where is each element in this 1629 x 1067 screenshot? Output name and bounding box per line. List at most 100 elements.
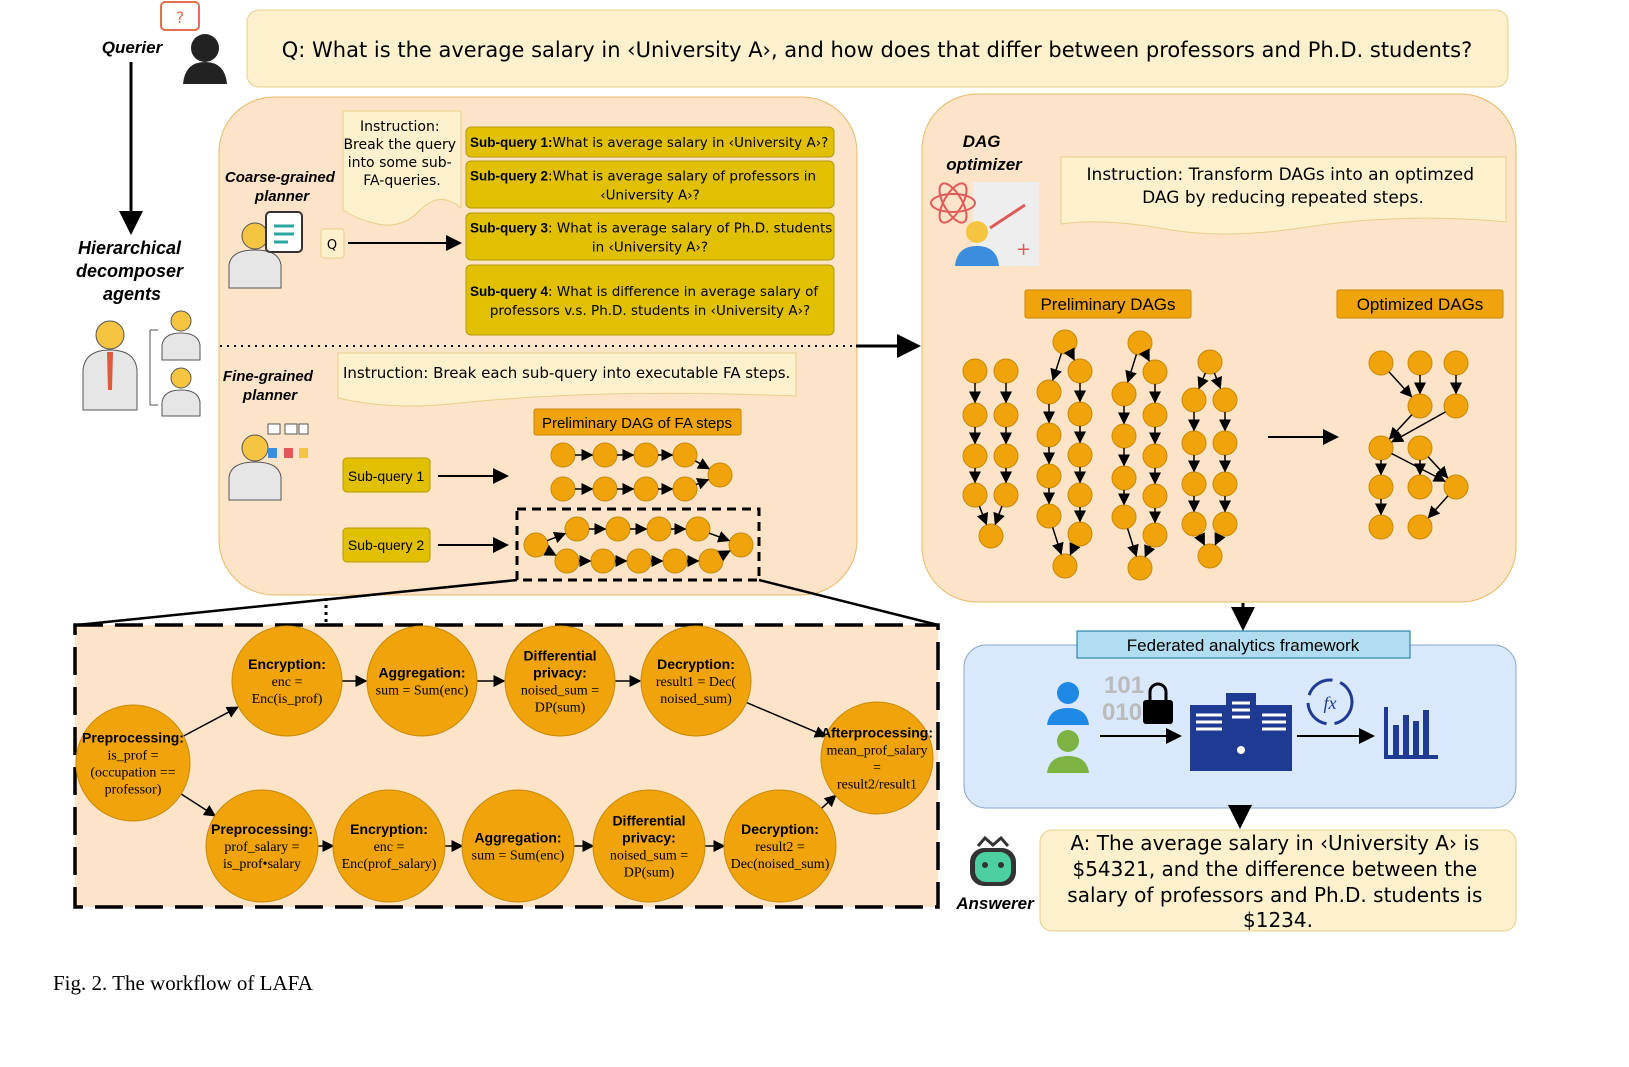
dag-node xyxy=(1197,543,1223,569)
binary-data-icon: 101 010 xyxy=(1102,672,1151,726)
subquery-3-box xyxy=(465,212,835,261)
optimized-dags-title: Optimized DAGs xyxy=(1357,295,1484,314)
preliminary-dag-node xyxy=(1212,471,1238,497)
preliminary-dag-node xyxy=(1142,359,1168,385)
preliminary-dags-title: Preliminary DAGs xyxy=(1040,295,1175,314)
fa-step-node xyxy=(672,476,698,502)
figure-caption: Fig. 2. The workflow of LAFA xyxy=(53,971,314,995)
preliminary-dag-node xyxy=(962,358,988,384)
dag-edge xyxy=(695,478,710,490)
dag-edge xyxy=(1050,353,1063,382)
optimizer-instruction-text: Instruction: Transform DAGs into an opti… xyxy=(1087,165,1480,208)
bottom-step-node-4-title: privacy: xyxy=(622,830,676,846)
answer-box xyxy=(1039,829,1517,932)
dag-edge xyxy=(1138,348,1150,362)
dag-node xyxy=(1127,330,1153,356)
preliminary-dag-node xyxy=(1142,402,1168,428)
preliminary-dag-node xyxy=(1142,443,1168,469)
optimized-dag-node xyxy=(1407,514,1433,540)
top-step-node-1-title: Encryption: xyxy=(248,656,326,672)
coarse-planner-icon xyxy=(228,211,303,289)
preliminary-dag-node xyxy=(962,443,988,469)
preliminary-dag-node xyxy=(1036,503,1062,529)
bottom-step-node-2-title: Encryption: xyxy=(350,821,428,837)
afterprocessing-node-expression: = xyxy=(873,761,881,776)
preliminary-dag-node xyxy=(1142,483,1168,509)
top-step-node-3-title: Differential xyxy=(523,648,596,664)
top-step-node-3 xyxy=(504,625,616,737)
preliminary-dag-node xyxy=(1212,387,1238,413)
optimized-dag-node xyxy=(1407,435,1433,461)
dag-optimizer-icon: + xyxy=(930,182,1039,266)
bottom-step-node-1-expression: prof_salary = xyxy=(224,840,299,855)
preliminary-dag-node xyxy=(1111,504,1137,530)
preprocessing-node-expression: (occupation == xyxy=(90,766,175,781)
preliminary-dag-node xyxy=(1212,511,1238,537)
answerer-label: Answerer xyxy=(955,894,1035,913)
bottom-step-node-3 xyxy=(461,789,575,903)
querier-user-icon: ? xyxy=(160,1,227,84)
optimized-dag-node xyxy=(1368,435,1394,461)
dag-edge xyxy=(1063,347,1075,361)
fa-step-node xyxy=(590,548,616,574)
preliminary-dag-node xyxy=(962,482,988,508)
preliminary-dag-node xyxy=(1142,522,1168,548)
subquery-4-box xyxy=(465,264,835,336)
coarse-planner-label: Coarse-grained planner xyxy=(225,169,339,205)
optimized-dag-edge xyxy=(1427,495,1449,519)
optimized-dag-node xyxy=(1368,514,1394,540)
preliminary-dag-node xyxy=(1111,423,1137,449)
fa-step-node xyxy=(592,476,618,502)
preliminary-dag-node xyxy=(993,358,1019,384)
optimized-dag-node xyxy=(1368,350,1394,376)
optimized-dag-node xyxy=(1443,474,1469,500)
optimized-dag-node xyxy=(1443,350,1469,376)
dag-edge xyxy=(546,531,567,544)
bottom-step-node-1-title: Preprocessing: xyxy=(211,821,313,837)
bar-chart-result-icon xyxy=(1384,707,1438,759)
preprocessing-node-title: Preprocessing: xyxy=(82,730,184,746)
top-step-node-2-title: Aggregation: xyxy=(378,665,465,681)
question-text: Q: What is the average salary in ‹Univer… xyxy=(282,38,1473,62)
fine-instruction-text: Instruction: Break each sub-query into e… xyxy=(343,364,790,382)
fa-step-node xyxy=(707,462,733,488)
dag-node xyxy=(978,523,1004,549)
preliminary-dag-node xyxy=(1036,379,1062,405)
q-box xyxy=(320,228,345,259)
afterprocessing-node-title: Afterprocessing: xyxy=(821,725,933,741)
dag-optimizer-label: DAG optimizer xyxy=(946,132,1023,174)
dag-edge xyxy=(543,544,557,556)
subquery-4-text: professors v.s. Ph.D. students in ‹Unive… xyxy=(490,303,810,319)
top-step-node-4-title: Decryption: xyxy=(657,656,735,672)
decomposer-label: Hierarchical decomposer agents xyxy=(76,238,188,304)
coarse-instruction-text: Instruction: Break the query into some s… xyxy=(343,119,460,189)
preprocessing-node-expression: is_prof = xyxy=(107,749,158,764)
decomposer-agents-icon xyxy=(82,310,201,417)
dag-edge xyxy=(1210,372,1222,390)
dag-node xyxy=(1197,349,1223,375)
top-step-node-4-expression: result1 = Dec( xyxy=(656,675,737,690)
fa-step-node xyxy=(646,516,672,542)
dag-edge xyxy=(178,792,217,817)
fa-step-node xyxy=(564,516,590,542)
dag-edge xyxy=(181,706,239,738)
preliminary-dag-node xyxy=(993,443,1019,469)
bottom-step-node-2-expression: Enc(prof_salary) xyxy=(342,857,437,872)
top-step-node-3-expression: DP(sum) xyxy=(535,701,586,716)
fa-step-node xyxy=(728,532,754,558)
zoom-line-right xyxy=(758,578,939,627)
bottom-step-node-4-expression: noised_sum = xyxy=(610,849,688,864)
answerer-robot-icon xyxy=(970,835,1016,886)
bottom-step-node-4-expression: DP(sum) xyxy=(624,866,675,881)
preliminary-dag-node xyxy=(962,402,988,428)
preliminary-dag-node xyxy=(1181,430,1207,456)
optimized-dag-node xyxy=(1443,393,1469,419)
dag-edge xyxy=(1126,528,1139,558)
dag-edge xyxy=(695,458,711,470)
optimized-dag-node xyxy=(1368,474,1394,500)
dag-edge xyxy=(708,531,731,543)
preliminary-dag-node xyxy=(1036,422,1062,448)
fa-step-node xyxy=(592,442,618,468)
bottom-step-node-1 xyxy=(205,789,319,903)
server-icon xyxy=(1190,693,1292,771)
